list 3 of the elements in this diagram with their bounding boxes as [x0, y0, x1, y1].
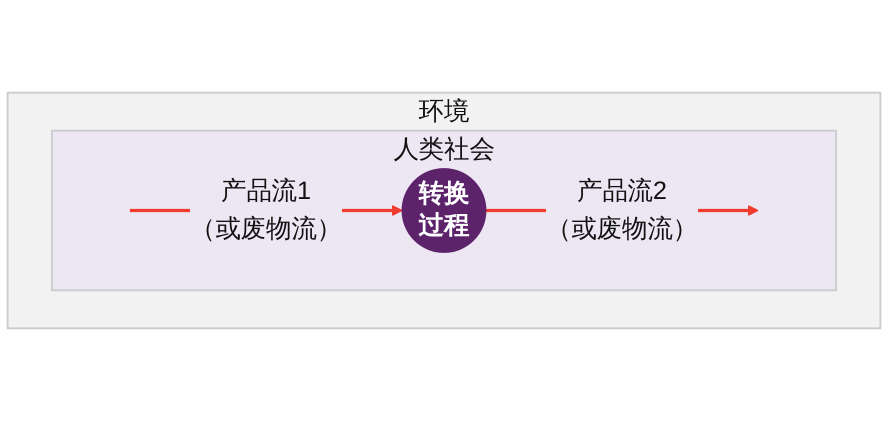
- edge-label: 产品流1（或废物流）: [190, 178, 342, 244]
- edge-label: 产品流2（或废物流）: [546, 178, 698, 244]
- node-circle: 转换过程: [402, 168, 486, 253]
